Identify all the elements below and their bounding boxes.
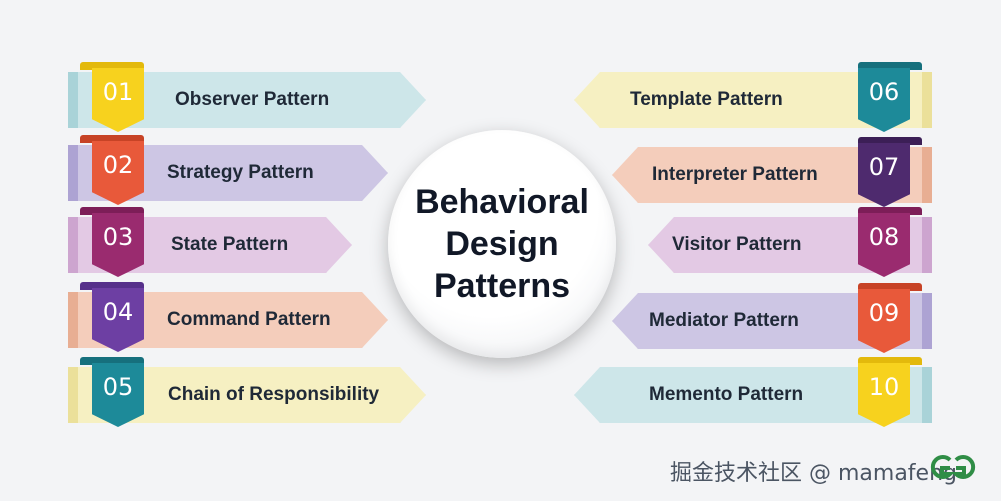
tag-number: 05	[102, 373, 134, 401]
banner-label: Chain of Responsibility	[168, 384, 380, 405]
tag-right-3: 08	[858, 207, 922, 277]
watermark-text: 掘金技术社区 @ mamafeng	[670, 461, 957, 486]
banner-label: Strategy Pattern	[167, 162, 314, 183]
tag-number: 01	[102, 78, 134, 106]
tag-left-5: 05	[80, 357, 144, 427]
tag-fold	[80, 357, 144, 365]
banner-strip	[68, 367, 78, 423]
tag-body: 04	[92, 288, 144, 352]
tag-body: 08	[858, 213, 910, 277]
tag-body: 02	[92, 141, 144, 205]
center-title-circle: Behavioral Design Patterns	[388, 130, 616, 358]
tag-fold	[858, 283, 922, 291]
banner-strip	[922, 217, 932, 273]
tag-number: 04	[102, 298, 134, 326]
banner-label: Visitor Pattern	[672, 234, 802, 255]
tag-right-1: 06	[858, 62, 922, 132]
tag-fold	[858, 62, 922, 70]
tag-number: 02	[102, 151, 134, 179]
tag-number: 07	[868, 153, 900, 181]
tag-left-2: 02	[80, 135, 144, 205]
banner-label: Interpreter Pattern	[652, 164, 818, 185]
tag-right-5: 10	[858, 357, 922, 427]
tag-body: 03	[92, 213, 144, 277]
tag-fold	[80, 62, 144, 70]
tag-fold	[80, 207, 144, 215]
gfg-logo-icon	[930, 455, 976, 479]
tag-number: 08	[868, 223, 900, 251]
banner-strip	[68, 145, 78, 201]
banner-strip	[68, 72, 78, 128]
banner-label: Command Pattern	[167, 309, 331, 330]
tag-body: 10	[858, 363, 910, 427]
banner-strip	[922, 293, 932, 349]
center-title-line1: Behavioral	[415, 183, 589, 221]
tag-fold	[858, 137, 922, 145]
tag-fold	[80, 135, 144, 143]
tag-right-4: 09	[858, 283, 922, 353]
tag-fold	[858, 357, 922, 365]
tag-body: 09	[858, 289, 910, 353]
tag-left-1: 01	[80, 62, 144, 132]
tag-number: 03	[102, 223, 134, 251]
tag-fold	[80, 282, 144, 290]
banner-label: Template Pattern	[630, 89, 783, 110]
tag-number: 06	[868, 78, 900, 106]
tag-left-4: 04	[80, 282, 144, 352]
center-title-line2: Design	[445, 225, 559, 263]
banner-label: State Pattern	[171, 234, 289, 255]
tag-body: 05	[92, 363, 144, 427]
tag-right-2: 07	[858, 137, 922, 207]
banner-strip	[922, 72, 932, 128]
banner-label: Observer Pattern	[175, 89, 330, 110]
tag-body: 07	[858, 143, 910, 207]
tag-fold	[858, 207, 922, 215]
banner-strip	[68, 217, 78, 273]
tag-body: 01	[92, 68, 144, 132]
center-title-line3: Patterns	[433, 267, 571, 305]
tag-left-3: 03	[80, 207, 144, 277]
tag-number: 09	[868, 299, 900, 327]
banner-strip	[922, 367, 932, 423]
tag-body: 06	[858, 68, 910, 132]
banner-strip	[68, 292, 78, 348]
banner-label: Memento Pattern	[649, 384, 804, 405]
banner-label: Mediator Pattern	[649, 310, 799, 331]
tag-number: 10	[868, 373, 900, 401]
banner-strip	[922, 147, 932, 203]
